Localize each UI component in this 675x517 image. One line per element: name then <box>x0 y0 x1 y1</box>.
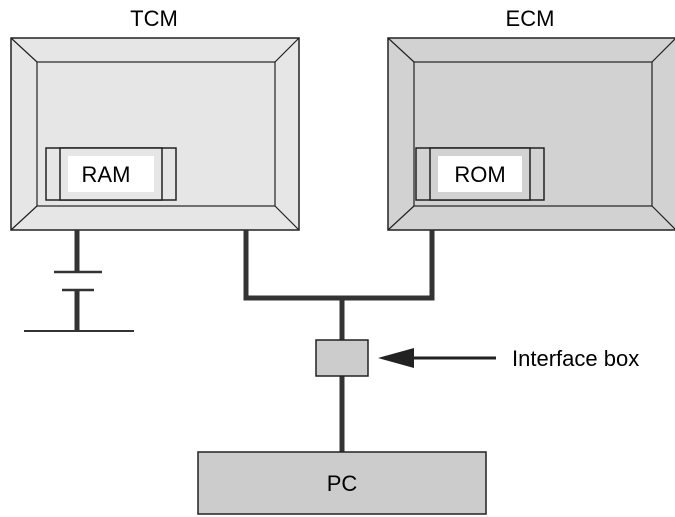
ecm-bevel-bl <box>387 205 415 231</box>
interface-box: Interface box <box>315 339 639 377</box>
tcm-bevel-tl <box>10 37 38 63</box>
battery-symbol <box>24 230 134 332</box>
ram-label-bg <box>68 156 154 192</box>
ecm-bevel-tr <box>651 38 675 63</box>
pc-label: PC <box>327 471 358 496</box>
rom-label: ROM <box>454 162 505 187</box>
rom-label-bg <box>438 156 522 192</box>
module-bus-wire <box>243 230 435 301</box>
tcm-title: TCM <box>130 6 178 31</box>
ecm-bevel-tl <box>387 37 415 63</box>
ram-chip: RAM <box>45 147 177 201</box>
tcm-bevel-tr <box>274 37 300 63</box>
pc-box-body <box>197 451 487 515</box>
interface-box-label: Interface box <box>512 346 639 371</box>
ecm-module: ECM ROM <box>387 6 675 231</box>
ecm-title: ECM <box>506 6 555 31</box>
rom-chip: ROM <box>415 147 545 201</box>
wiring <box>243 230 435 452</box>
tcm-bevel-bl <box>10 205 38 231</box>
tcm-module: TCM RAM <box>10 6 300 231</box>
pc-box: PC <box>197 451 487 515</box>
ram-label: RAM <box>82 162 131 187</box>
ecm-bevel-br <box>651 205 675 230</box>
interface-box-body <box>315 339 369 377</box>
tcm-bevel-br <box>274 205 300 231</box>
interface-arrow-head <box>378 348 414 368</box>
